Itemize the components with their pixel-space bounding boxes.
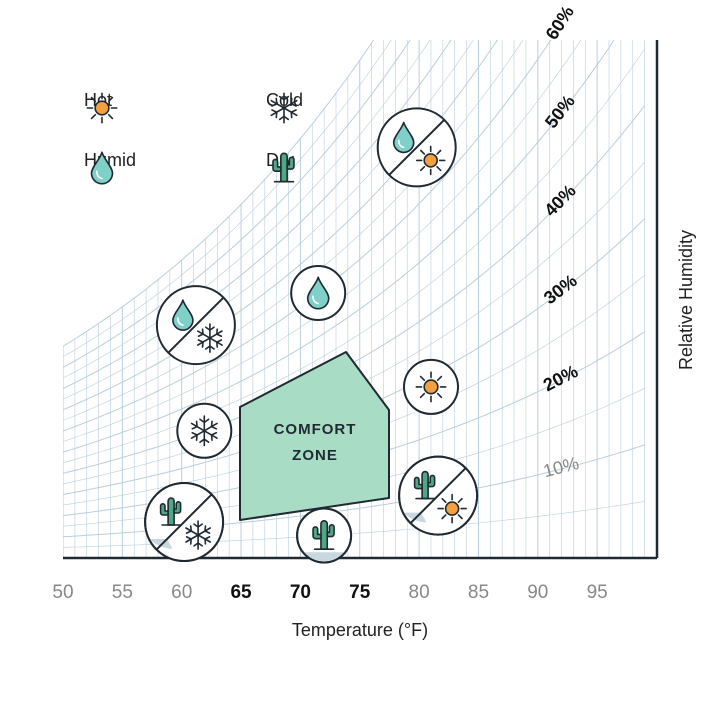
humidity-curve [63, 40, 499, 411]
legend-item-cold: Cold [266, 90, 303, 124]
condition-marker-humid-cold [155, 285, 236, 366]
cactus-icon [312, 520, 335, 550]
marker-divider [388, 119, 445, 176]
condition-marker-dry-cold [144, 482, 225, 562]
sun-icon [415, 145, 446, 176]
legend-item-dry: Dry [266, 150, 295, 183]
humidity-curve [63, 40, 411, 368]
condition-marker-dry [296, 507, 353, 564]
snowflake-icon [270, 92, 298, 124]
humidity-curve [63, 40, 392, 358]
x-tick-label: 55 [112, 582, 133, 603]
x-tick-label: 70 [290, 582, 311, 603]
snowflake-icon [185, 520, 212, 550]
humidity-curve [63, 40, 552, 432]
humidity-curve-label: 60% [542, 2, 578, 43]
condition-marker-dry-hot [398, 455, 479, 536]
humidity-curve-labels: 10%20%30%40%50%60%70%80%90%100% [540, 2, 581, 481]
humidity-curve-label: 10% [541, 453, 581, 481]
comfort-zone-shape [239, 351, 390, 521]
sun-icon [86, 92, 118, 124]
comfort-zone-label: COMFORT [274, 421, 357, 438]
water-drop-icon [392, 121, 415, 154]
humidity-curve [63, 40, 582, 442]
snowflake-icon [270, 92, 298, 124]
humidity-curve [63, 40, 474, 400]
snowflake-icon [190, 415, 218, 447]
marker-divider [409, 467, 467, 524]
marker-divider [167, 296, 225, 354]
comfort-zone-label: ZONE [292, 447, 338, 464]
humidity-curve [63, 48, 645, 463]
axes [63, 40, 659, 560]
humidity-curve-label: 20% [540, 361, 581, 395]
x-tick-label: 90 [527, 582, 548, 603]
water-drop-icon [90, 151, 114, 185]
cactus-icon [272, 152, 295, 183]
water-drop-icon [306, 276, 330, 310]
ground-shade [304, 552, 345, 562]
x-tick-label: 85 [468, 582, 489, 603]
comfort-zone: COMFORT ZONE [239, 351, 390, 521]
condition-marker-humid [290, 265, 347, 321]
condition-markers [144, 107, 479, 564]
sun-icon [86, 92, 118, 124]
y-axis-label: Relative Humidity [676, 230, 696, 370]
legend-item-humid: Humid [84, 150, 136, 185]
humidity-curve [63, 40, 615, 453]
condition-marker-humid-hot [376, 107, 457, 188]
marker-divider [155, 493, 213, 551]
cactus-icon [272, 152, 295, 183]
x-tick-label: 75 [349, 582, 371, 603]
x-tick-label: 95 [587, 582, 608, 603]
humidity-curve-label: 40% [540, 181, 579, 221]
x-tick-label: 60 [171, 582, 192, 603]
x-tick-label: 50 [52, 582, 73, 603]
x-tick-label: 65 [230, 582, 252, 603]
water-drop-icon [172, 299, 194, 331]
legend-item-hot: Hot [84, 90, 118, 124]
snowflake-icon [196, 323, 223, 353]
x-tick-labels: 50 55 60 65 70 75 80 85 90 95 [52, 582, 607, 603]
condition-marker-cold [176, 402, 233, 459]
x-axis-label: Temperature (°F) [292, 620, 428, 640]
x-tick-label: 80 [409, 582, 430, 603]
water-drop-icon [90, 151, 114, 185]
condition-marker-hot [403, 358, 459, 415]
cactus-icon [159, 497, 182, 526]
sun-icon [437, 493, 467, 524]
humidity-curve [63, 40, 375, 347]
sun-icon [415, 371, 447, 403]
humidity-curve [63, 40, 524, 421]
cactus-icon [413, 470, 436, 500]
